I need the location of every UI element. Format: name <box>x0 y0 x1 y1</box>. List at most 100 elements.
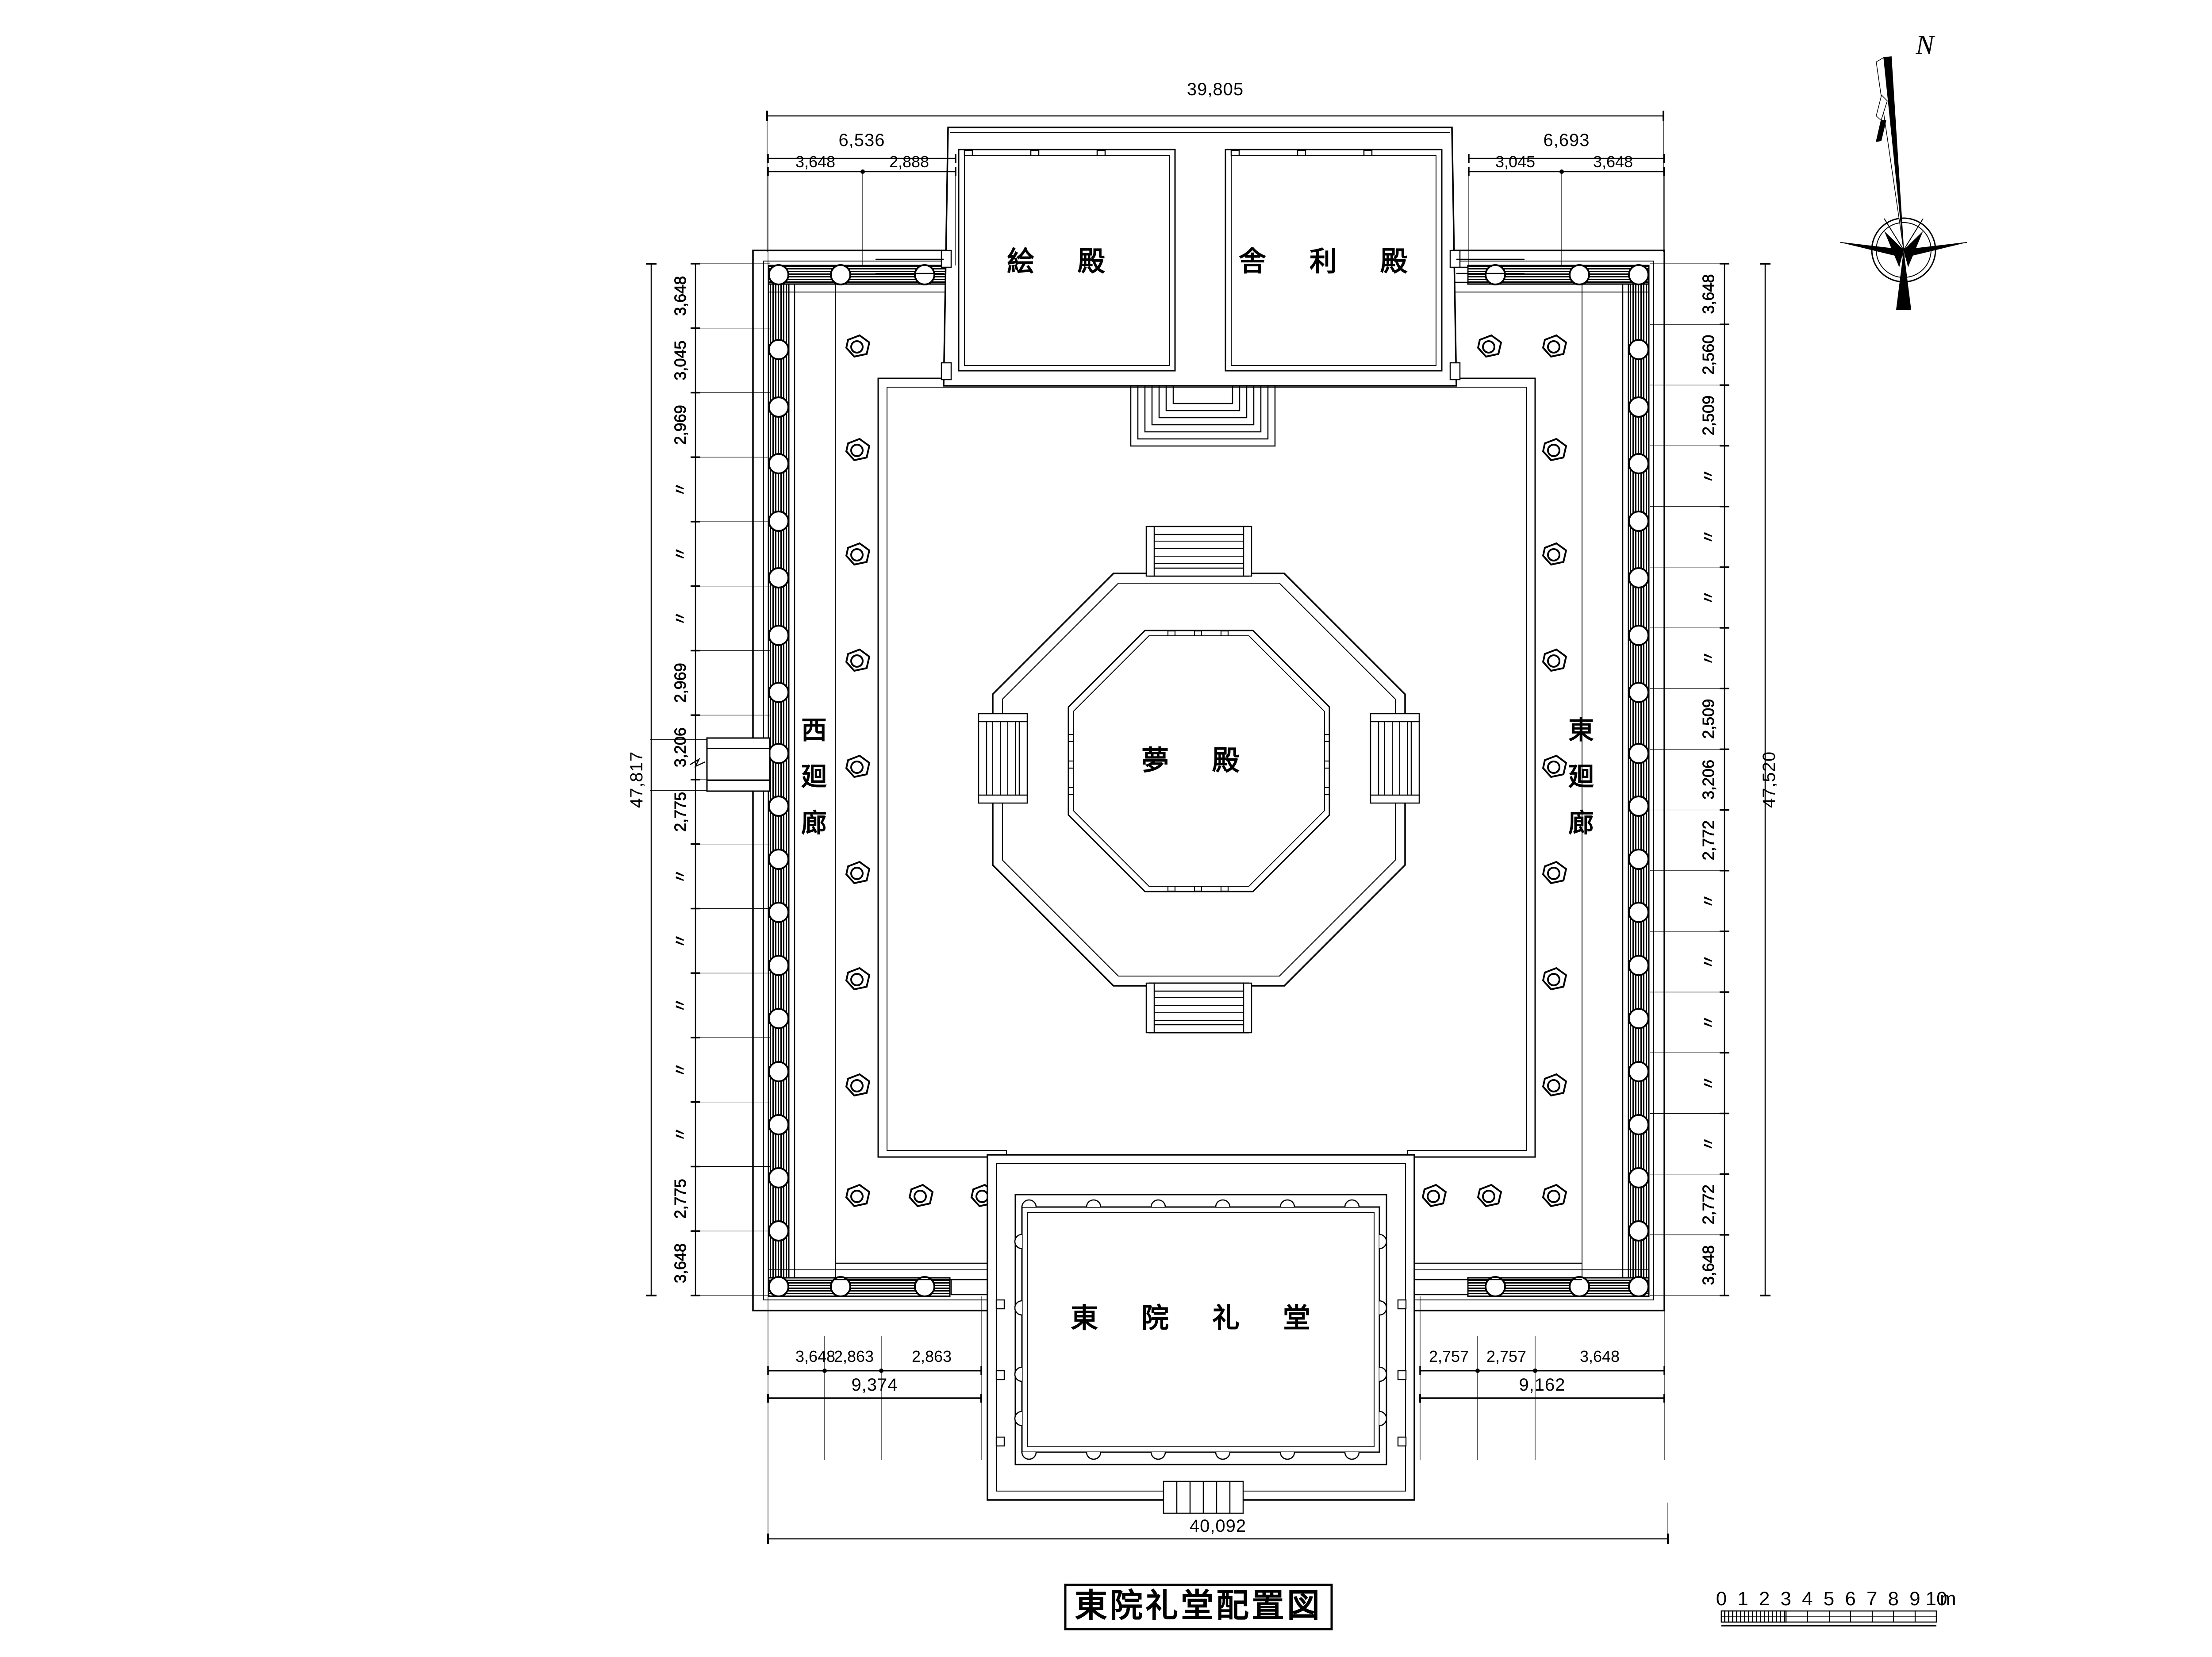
building-label-sharaden: 舎 利 殿 <box>1239 245 1416 277</box>
dim-right-segment-label: 〃 <box>1699 529 1717 545</box>
north-halls <box>876 127 1525 387</box>
scale-tick-label: 6 <box>1845 1588 1855 1610</box>
dim-left-segment-label: 3,648 <box>671 1243 689 1283</box>
dim-right-segment-label: 2,772 <box>1699 1184 1717 1224</box>
scale-tick-label: 8 <box>1888 1588 1899 1610</box>
dim-bottom-right-a-label: 2,757 <box>1429 1347 1469 1365</box>
dim-top-left-a-label: 3,648 <box>795 153 835 171</box>
dim-left-segment-label: 3,045 <box>671 341 689 381</box>
building-label-east-corridor: 東 廻 廊 <box>1568 715 1594 838</box>
south-wall-pillars <box>830 1276 1590 1297</box>
dim-left-overall <box>646 263 657 1296</box>
scale-tick-label: 1 <box>1737 1588 1748 1610</box>
wc-char-1: 西 <box>801 715 827 745</box>
dim-bottom-overall-label: 40,092 <box>1190 1516 1246 1536</box>
drawing-title: 東院礼堂配置図 <box>1075 1587 1322 1625</box>
dim-right-segment-label: 3,206 <box>1699 760 1717 800</box>
dim-left-segment-label: 2,969 <box>671 405 689 445</box>
dim-right-segment-label: 2,509 <box>1699 699 1717 739</box>
yumedono-west-stair <box>978 713 1028 804</box>
foundation-stones <box>845 334 1567 1207</box>
dim-top-overall-label: 39,805 <box>1187 80 1244 99</box>
dim-right-segment-label: 3,648 <box>1699 274 1717 314</box>
dim-left-overall-label: 47,817 <box>627 751 646 808</box>
dim-right-segment-label: 〃 <box>1699 468 1717 484</box>
dim-left-segment-label: 3,648 <box>671 276 689 316</box>
ec-char-3: 廊 <box>1568 808 1594 838</box>
dim-top-right-b-label: 3,648 <box>1593 153 1633 171</box>
dimension-lines: 3,6483,0452,969〃〃〃2,9693,2062,775〃〃〃〃〃2,… <box>646 111 1770 1544</box>
dim-left-segment-label: 〃 <box>671 933 689 949</box>
scale-tick-label: 9 <box>1909 1588 1920 1610</box>
dim-bottom-left-group-label: 9,374 <box>851 1375 898 1395</box>
dim-right-overall <box>1760 263 1770 1296</box>
dim-top-left-group-label: 6,536 <box>838 131 885 150</box>
scale-tick-label: 3 <box>1781 1588 1791 1610</box>
dim-right-segment-label: 2,509 <box>1699 396 1717 435</box>
dim-right-segment-label: 3,648 <box>1699 1245 1717 1285</box>
north-wall-pillars <box>830 264 1590 285</box>
dim-right-segment-label: 〃 <box>1699 650 1717 666</box>
dim-right-segment-label: 〃 <box>1699 1015 1717 1030</box>
west-corridor-pillars <box>768 264 789 1297</box>
scale-unit-label: m <box>1940 1588 1956 1610</box>
dim-left-segment-label: 〃 <box>671 1062 689 1078</box>
west-gate <box>650 737 771 792</box>
dim-bottom-overall <box>767 1460 1669 1544</box>
wc-char-2: 廻 <box>801 761 827 792</box>
building-label-yumedono: 夢 殿 <box>1141 744 1248 777</box>
dim-bottom-right-group-label: 9,162 <box>1519 1375 1565 1395</box>
dim-left-segment-label: 〃 <box>671 481 689 497</box>
yumedono-south-stair <box>1145 982 1252 1034</box>
dim-left-segment-label: 2,775 <box>671 792 689 832</box>
dim-right-segment-label: 〃 <box>1699 954 1717 970</box>
dim-right-chain: 3,6482,5602,509〃〃〃〃2,5093,2062,772〃〃〃〃〃2… <box>1650 263 1729 1296</box>
dim-top-right-group-label: 6,693 <box>1543 131 1590 150</box>
dim-right-segment-label: 〃 <box>1699 1075 1717 1091</box>
dim-bottom-left-b-label: 2,863 <box>834 1347 874 1365</box>
text-layer: 39,805 6,536 3,648 2,888 6,693 3,045 3,6… <box>627 80 1779 1536</box>
dim-bottom-left-c-label: 2,863 <box>912 1347 952 1365</box>
dim-top-left-b-label: 2,888 <box>889 153 929 171</box>
scale-tick-label: 4 <box>1802 1588 1813 1610</box>
wc-char-3: 廊 <box>801 808 827 838</box>
building-label-west-corridor: 西 廻 廊 <box>801 715 827 838</box>
dim-top-left <box>767 154 956 265</box>
dim-top-overall <box>766 111 1664 252</box>
dim-left-segment-label: 〃 <box>671 611 689 627</box>
dim-right-segment-label: 〃 <box>1699 1136 1717 1152</box>
dim-bottom-right-c-label: 3,648 <box>1580 1347 1620 1365</box>
scale-tick-label: 7 <box>1866 1588 1877 1610</box>
east-corridor-pillars <box>1628 264 1649 1297</box>
dim-left-segment-label: 〃 <box>671 546 689 562</box>
yumedono <box>978 526 1420 1034</box>
scale-tick-label: 2 <box>1759 1588 1770 1610</box>
dim-left-segment-label: 〃 <box>671 1126 689 1142</box>
dim-right-segment-label: 2,560 <box>1699 335 1717 375</box>
dim-left-segment-label: 3,206 <box>671 727 689 767</box>
dim-left-segment-label: 〃 <box>671 997 689 1013</box>
title-block: 東院礼堂配置図 <box>1064 1584 1333 1630</box>
dim-left-segment-label: 2,775 <box>671 1179 689 1219</box>
dim-right-segment-label: 〃 <box>1699 589 1717 605</box>
scale-tick-label: 0 <box>1716 1588 1727 1610</box>
dim-bottom-right-b-label: 2,757 <box>1486 1347 1526 1365</box>
yumedono-east-stair <box>1370 713 1420 804</box>
dim-left-segment-label: 〃 <box>671 869 689 884</box>
ec-char-1: 東 <box>1568 715 1594 745</box>
plan-geometry <box>650 127 1665 1514</box>
dim-left-chain: 3,6483,0452,969〃〃〃2,9693,2062,775〃〃〃〃〃2,… <box>671 263 770 1296</box>
north-arrow: N <box>1840 30 1967 310</box>
dim-top-right <box>1468 154 1665 265</box>
ec-char-2: 廻 <box>1568 761 1594 792</box>
yumedono-north-stair <box>1145 526 1252 577</box>
dim-left-segment-label: 2,969 <box>671 663 689 703</box>
dim-right-segment-label: 〃 <box>1699 893 1717 909</box>
dim-bottom-left-a-label: 3,648 <box>795 1347 835 1365</box>
dim-bottom-right <box>1419 1296 1665 1460</box>
scale-tick-label: 10 <box>1926 1588 1947 1610</box>
scale-tick-label: 5 <box>1824 1588 1834 1610</box>
dim-right-overall-label: 47,520 <box>1759 751 1779 808</box>
